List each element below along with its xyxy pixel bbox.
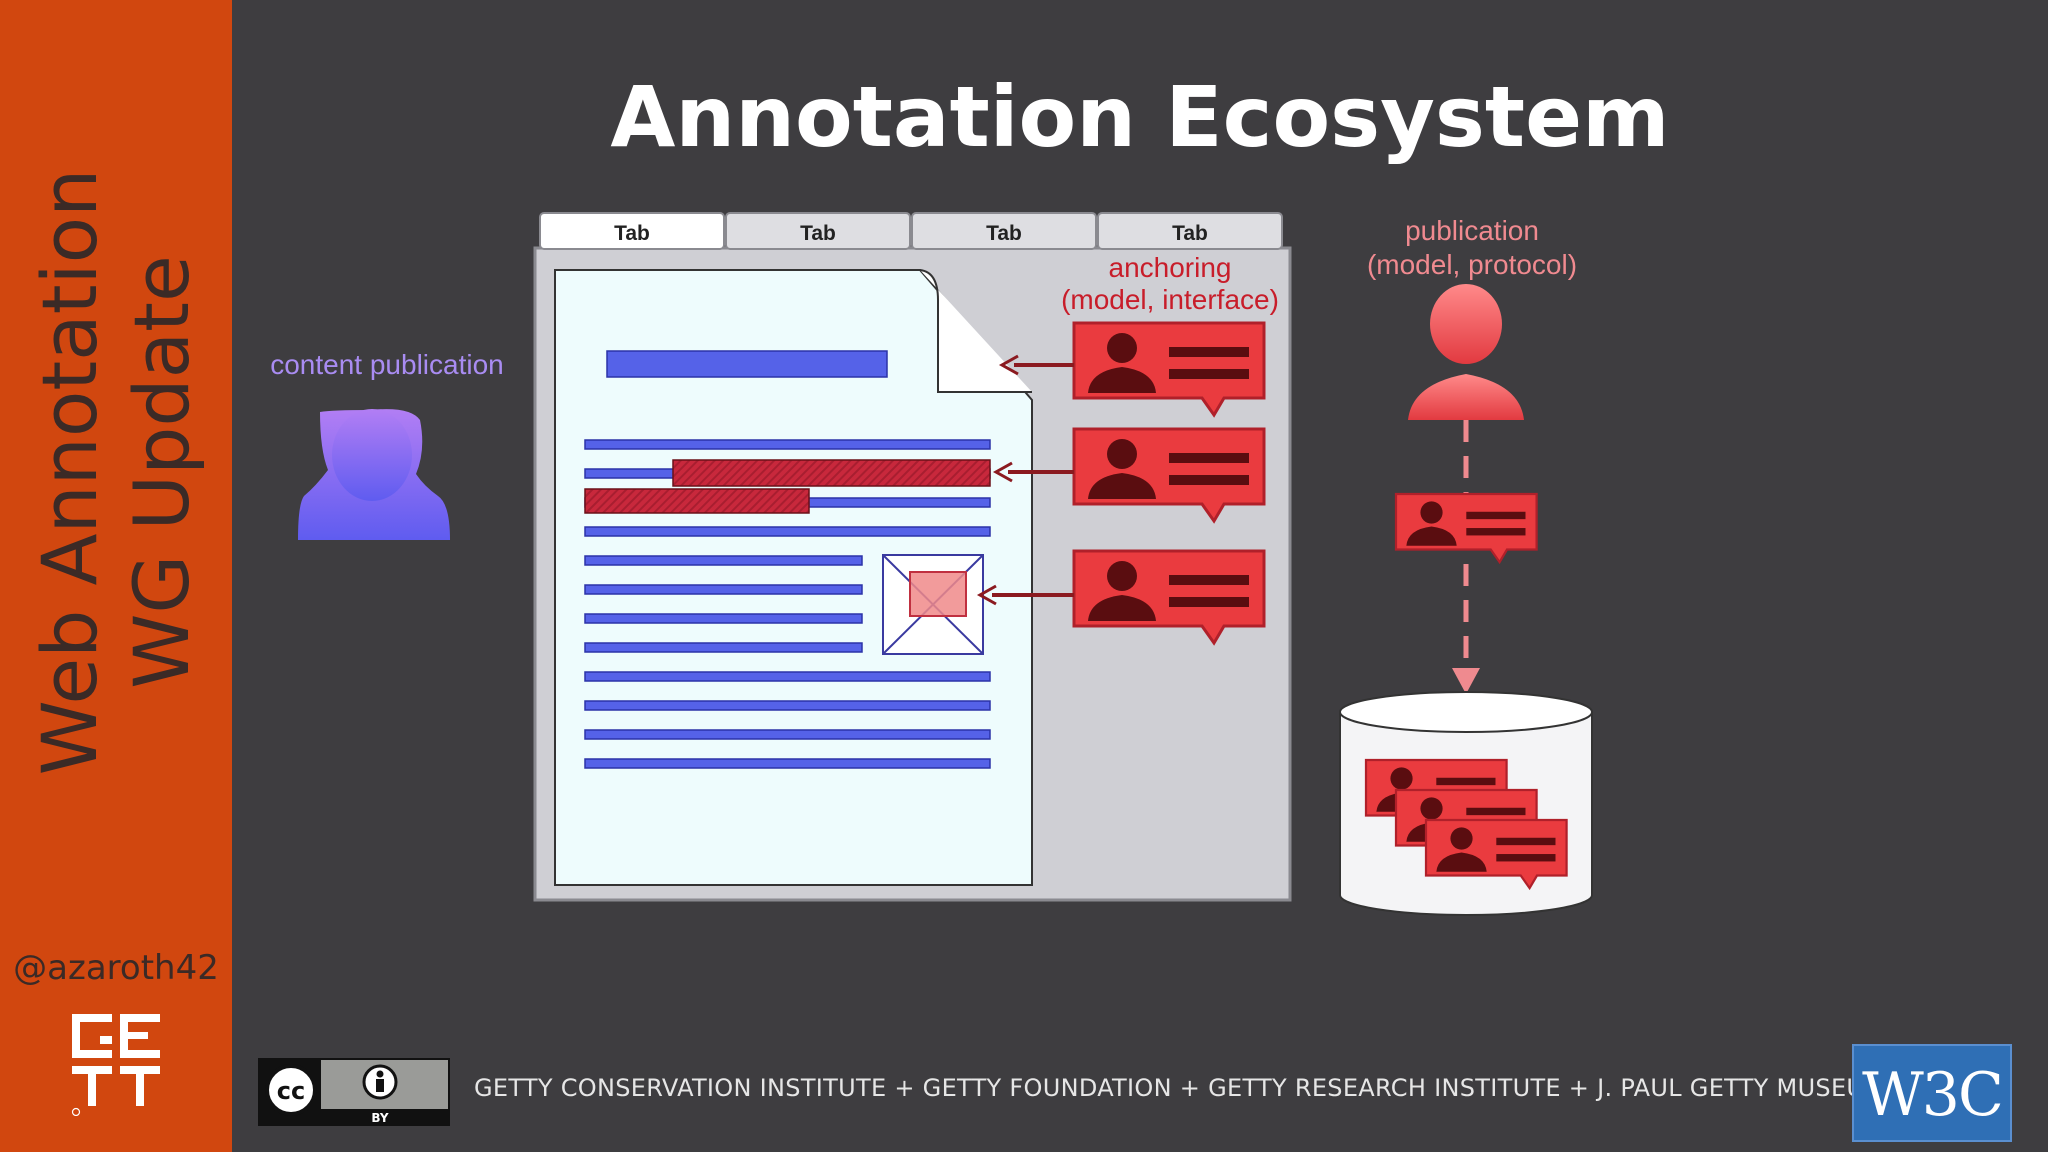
sidebar-title-line1: Web Annotation [25,168,114,776]
document-heading-bar [606,350,888,378]
tab-label: Tab [800,222,836,245]
publication-label-line1: publication [1405,215,1539,246]
browser-tabs: Tab Tab Tab Tab [539,212,1283,250]
document-page-fold [919,269,1032,393]
twitter-handle: @azaroth42 [13,948,219,988]
tab-1[interactable] [539,212,725,250]
tab-2[interactable] [725,212,911,250]
tab-label: Tab [614,222,650,245]
w3c-logo-text: W3C [1862,1060,2004,1130]
cc-by-label: BY [371,1111,388,1125]
highlight-selection [672,459,991,487]
sidebar: Web Annotation WG Update @azaroth42 [0,0,232,1152]
annotator-silhouette-icon [1408,284,1524,420]
content-publication-label: content publication [270,349,504,380]
annotation-ecosystem-diagram: content publication Tab Tab Tab Tab [270,212,1593,916]
publication-label-line2: (model, protocol) [1367,249,1577,280]
slide-title: Annotation Ecosystem [610,68,1670,166]
highlight-selection [584,488,810,514]
tab-3[interactable] [911,212,1097,250]
tab-4[interactable] [1097,212,1283,250]
tab-label: Tab [986,222,1022,245]
cc-by-license-icon[interactable]: cc BY [258,1058,450,1126]
anchoring-label-line1: anchoring [1109,252,1232,283]
getty-logo-icon [71,1014,160,1116]
anchoring-label-line2: (model, interface) [1061,284,1279,315]
svg-text:cc: cc [277,1077,305,1105]
author-silhouette-icon [298,409,450,540]
w3c-logo-icon[interactable]: W3C [1852,1044,2012,1142]
annotation-card [1394,492,1538,564]
image-placeholder-icon [882,554,984,655]
footer-institutions: GETTY CONSERVATION INSTITUTE + GETTY FOU… [474,1074,1886,1102]
tab-label: Tab [1172,222,1208,245]
annotation-store-database-icon [1339,691,1593,916]
publication-flow-arrowhead-icon [1452,668,1480,694]
sidebar-title-line2: WG Update [117,255,206,689]
anchoring-arrows [976,354,1074,606]
